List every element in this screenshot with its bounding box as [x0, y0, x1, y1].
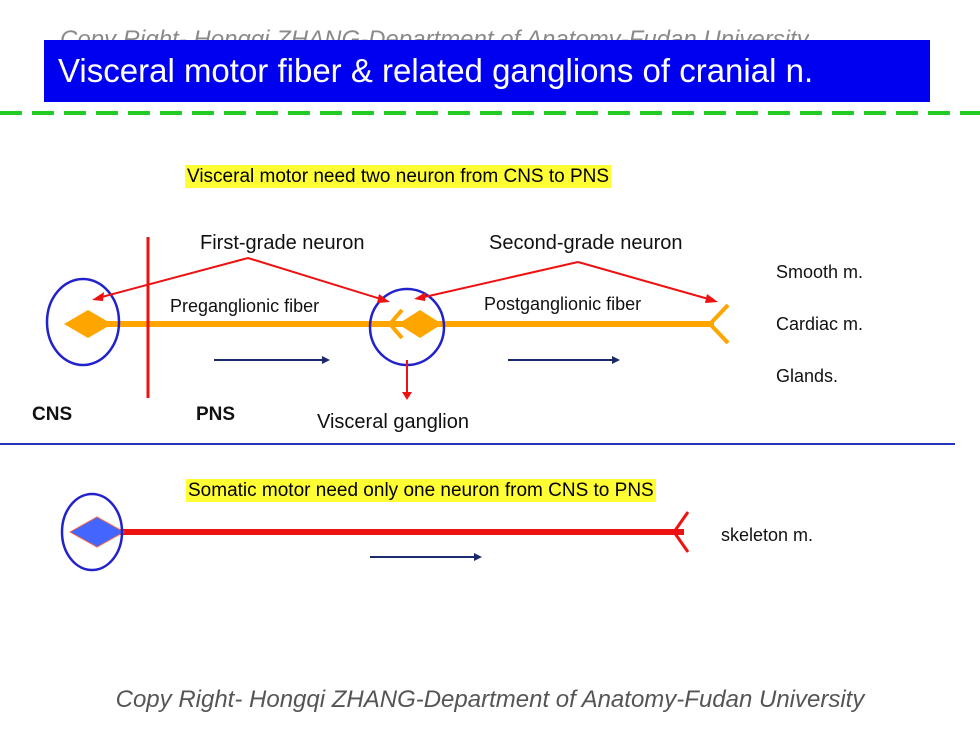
somatic-neuron-body [68, 516, 126, 548]
second-neuron-pointer-right [577, 261, 713, 301]
pns-label: PNS [196, 404, 236, 425]
visceral-heading: Visceral motor need two neuron from CNS … [185, 165, 612, 188]
somatic-heading-text: Somatic motor need only one neuron from … [186, 479, 656, 502]
somatic-cns-circle [60, 492, 124, 572]
second-neuron-arrowhead-right [705, 294, 718, 303]
target-cardiac-muscle: Cardiac m. [776, 314, 864, 334]
slide-title: Visceral motor fiber & related ganglions… [44, 40, 930, 102]
ganglion-arrowhead [402, 392, 412, 400]
postganglionic-fiber-label: Postganglionic fiber [484, 294, 642, 314]
second-neuron-arrowhead-left [414, 292, 426, 301]
first-neuron-pointer-right [247, 257, 385, 301]
target-smooth-muscle: Smooth m. [776, 262, 864, 282]
second-neuron-label: Second-grade neuron [489, 232, 683, 254]
first-neuron-label: First-grade neuron [200, 232, 365, 254]
footer-copyright: Copy Right- Hongqi ZHANG-Department of A… [115, 686, 865, 713]
postganglionic-terminal [707, 303, 730, 345]
visceral-heading-text: Visceral motor need two neuron from CNS … [185, 165, 612, 188]
first-neuron-arrowhead-right [377, 294, 390, 303]
preganglionic-terminal [387, 308, 404, 340]
first-neuron-arrowhead-left [92, 292, 104, 301]
direction-arrowhead-somatic [474, 553, 482, 561]
direction-arrowhead-post [612, 356, 620, 364]
direction-arrowhead-pre [322, 356, 330, 364]
first-neuron-body [64, 310, 112, 338]
target-glands: Glands. [776, 366, 839, 386]
second-neuron-body [398, 310, 442, 338]
somatic-terminal [672, 511, 690, 553]
somatic-target-label: skeleton m. [721, 525, 814, 545]
second-neuron-pointer-left [419, 261, 579, 299]
visceral-ganglion-label: Visceral ganglion [317, 411, 469, 433]
somatic-heading: Somatic motor need only one neuron from … [186, 479, 656, 502]
preganglionic-fiber-label: Preganglionic fiber [170, 296, 320, 316]
first-neuron-pointer-left [97, 257, 249, 299]
cns-circle [45, 277, 121, 367]
cns-label: CNS [32, 404, 73, 425]
